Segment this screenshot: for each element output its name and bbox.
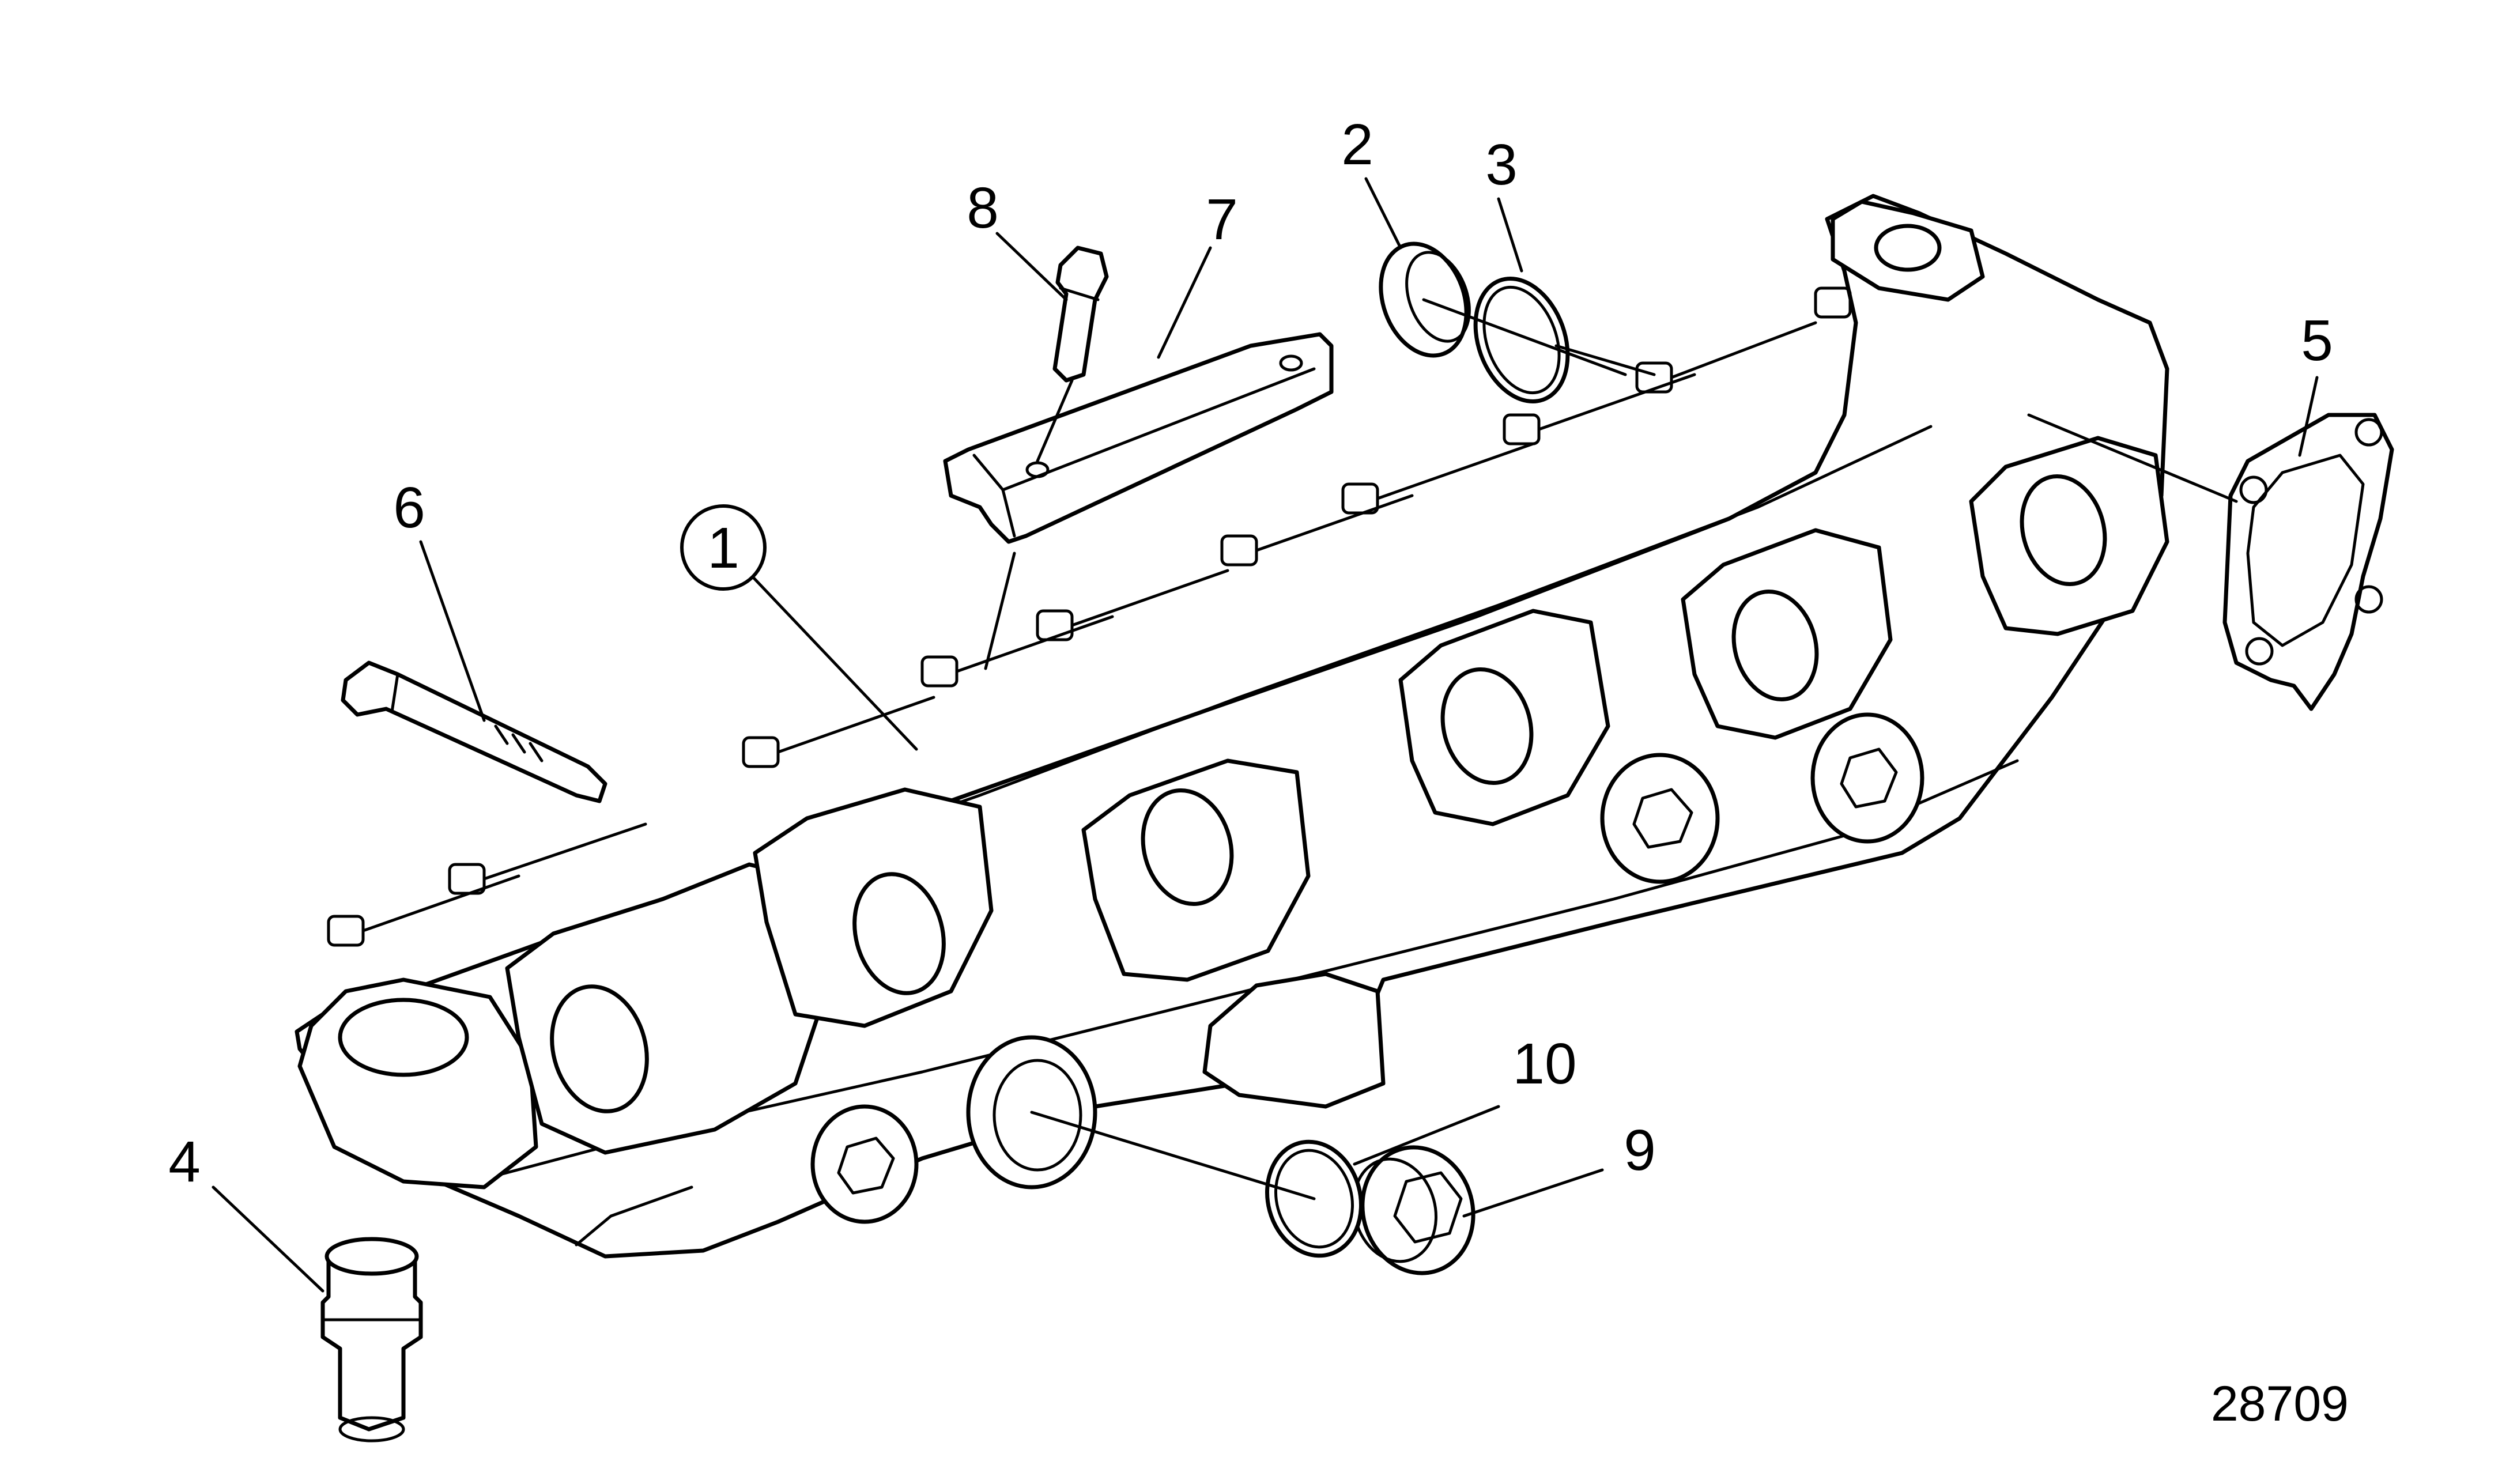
nipple-part-4 (320, 1237, 423, 1443)
exhaust-manifold (295, 194, 2169, 1259)
plug-part-9 (1352, 1145, 1475, 1275)
gasket-part-5 (2222, 413, 2394, 711)
bolt-part-6 (341, 660, 607, 803)
callout-4: 4 (168, 1130, 201, 1194)
callout-7: 7 (1206, 187, 1238, 252)
callout-10: 10 (1512, 1032, 1576, 1096)
side-plug-1 (810, 1104, 919, 1224)
o-ring-part-3 (1473, 276, 1570, 404)
svg-text:1: 1 (707, 516, 739, 580)
side-plug-2 (1600, 753, 1720, 884)
callout-6: 6 (393, 475, 425, 540)
callout-5: 5 (2301, 308, 2333, 373)
drawing-number: 28709 (2211, 1376, 2349, 1432)
callout-1: 1 (680, 504, 767, 591)
callout-8: 8 (967, 176, 999, 240)
bolt-part-8 (1052, 246, 1109, 383)
callout-2: 2 (1341, 112, 1373, 177)
bracket-part-7 (943, 332, 1334, 544)
callout-3: 3 (1485, 133, 1518, 197)
callout-9: 9 (1624, 1118, 1656, 1183)
leader-lines (212, 177, 2319, 1293)
side-plug-3 (1810, 712, 1924, 844)
